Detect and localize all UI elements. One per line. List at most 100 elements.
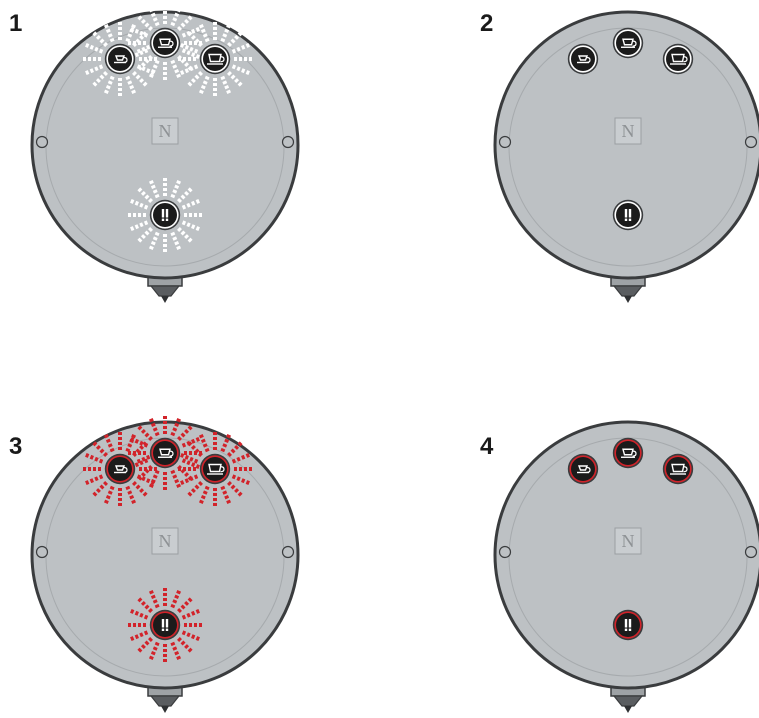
coffee-machine-top: N xyxy=(493,10,759,303)
light-ray xyxy=(136,186,153,203)
logo-text: N xyxy=(622,531,635,551)
coffee-machine-top: N xyxy=(30,5,300,303)
panel-label-4: 4 xyxy=(480,433,494,460)
light-ray xyxy=(148,641,160,661)
light-ray xyxy=(136,465,153,482)
ristretto-button xyxy=(567,43,599,75)
right-screw xyxy=(744,545,758,559)
logo-badge xyxy=(614,117,642,145)
light-ray xyxy=(170,59,182,79)
light-ray xyxy=(84,42,104,54)
button-face xyxy=(153,613,177,637)
drip-nozzle xyxy=(149,285,181,297)
light-ray xyxy=(84,452,104,464)
light-ray xyxy=(170,7,182,27)
light-ray xyxy=(186,30,203,47)
lungo-cup-icon xyxy=(670,463,688,475)
nozzle-tip xyxy=(161,706,169,713)
descale-button xyxy=(149,609,181,641)
light-ray xyxy=(179,64,199,76)
machine-panel-3: N xyxy=(30,415,300,713)
button-face xyxy=(666,457,690,481)
ristretto-cup-icon xyxy=(114,465,128,474)
light-ray xyxy=(181,220,201,232)
coffee-machine-top: N xyxy=(493,420,759,713)
espresso-button xyxy=(149,437,181,469)
light-ray xyxy=(91,440,108,457)
logo-badge xyxy=(151,527,179,555)
light-ray xyxy=(125,75,137,95)
lungo-button xyxy=(662,43,694,75)
light-ray xyxy=(170,417,182,437)
light-ray xyxy=(132,481,149,498)
button-face xyxy=(666,47,690,71)
lungo-cup-icon xyxy=(207,463,225,475)
light-ray xyxy=(177,227,194,244)
light-ray xyxy=(231,452,251,464)
light-ray xyxy=(91,71,108,88)
right-screw xyxy=(281,135,295,149)
light-ray xyxy=(136,474,156,486)
light-ray xyxy=(129,630,149,642)
panel-label-1: 1 xyxy=(9,10,23,37)
ristretto-button xyxy=(104,453,136,485)
lungo-cup-icon xyxy=(670,53,688,65)
light-ray xyxy=(198,485,210,505)
light-ray xyxy=(227,440,244,457)
lungo-button xyxy=(662,453,694,485)
light-ray xyxy=(125,485,137,505)
descale-button xyxy=(612,609,644,641)
espresso-cup-icon xyxy=(621,38,637,48)
nozzle-tip xyxy=(624,706,632,713)
light-ray xyxy=(231,42,251,54)
lungo-button xyxy=(199,453,231,485)
descaling-icon xyxy=(624,619,632,631)
light-ray xyxy=(129,220,149,232)
ristretto-button xyxy=(104,43,136,75)
button-face xyxy=(153,441,177,465)
light-ray xyxy=(132,30,149,47)
light-ray xyxy=(136,55,153,72)
light-ray xyxy=(148,231,160,251)
light-ray xyxy=(170,231,182,251)
light-ray xyxy=(198,75,210,95)
light-ray xyxy=(136,64,156,76)
button-face xyxy=(571,47,595,71)
light-ray xyxy=(179,474,199,486)
button-face xyxy=(203,457,227,481)
light-ray xyxy=(227,30,244,47)
light-ray xyxy=(148,179,160,199)
light-ray xyxy=(227,481,244,498)
light-ray xyxy=(136,14,153,31)
light-ray xyxy=(136,227,153,244)
light-ray xyxy=(84,64,104,76)
light-ray xyxy=(220,433,232,453)
light-ray xyxy=(181,630,201,642)
light-ray xyxy=(231,64,251,76)
descale-button xyxy=(149,199,181,231)
light-ray xyxy=(177,186,194,203)
drip-nozzle xyxy=(612,285,644,297)
light-ray xyxy=(177,596,194,613)
button-face xyxy=(203,47,227,71)
machine-panel-4: N xyxy=(493,420,759,713)
button-face xyxy=(153,203,177,227)
light-ray xyxy=(132,440,149,457)
light-ray xyxy=(179,452,199,464)
espresso-button xyxy=(612,27,644,59)
light-ray xyxy=(129,608,149,620)
light-ray xyxy=(220,23,232,43)
light-ray xyxy=(170,179,182,199)
light-ray xyxy=(136,637,153,654)
light-ray xyxy=(181,608,201,620)
light-ray xyxy=(170,641,182,661)
light-ray xyxy=(177,424,194,441)
light-ray xyxy=(170,469,182,489)
light-ray xyxy=(181,436,201,448)
logo-badge xyxy=(151,117,179,145)
descaling-icon xyxy=(624,209,632,221)
espresso-button xyxy=(612,437,644,469)
drip-nozzle xyxy=(149,695,181,707)
lungo-cup-icon xyxy=(207,53,225,65)
light-ray xyxy=(148,589,160,609)
